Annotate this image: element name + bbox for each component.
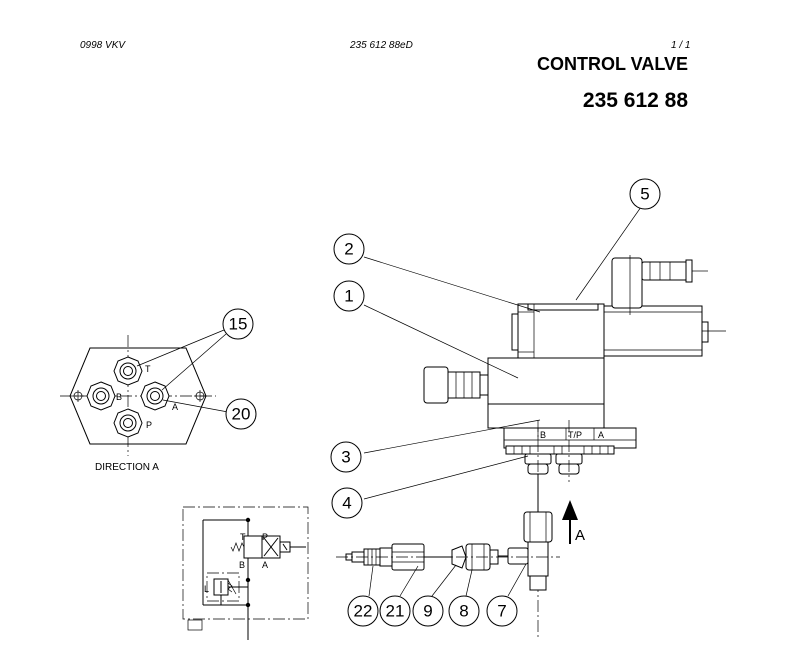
item-number-22: 22	[354, 602, 373, 621]
item-number-5: 5	[640, 185, 649, 204]
schematic-label-t: T	[240, 532, 246, 542]
elbow-body	[527, 541, 549, 577]
adjusting-knob	[423, 366, 449, 404]
direction-a-view: T B A P	[60, 329, 229, 456]
item-bubble-3: 3	[330, 441, 362, 473]
header-page-count: 1 / 1	[671, 40, 691, 51]
item-bubble-9: 9	[412, 595, 444, 627]
item-number-2: 2	[344, 240, 353, 259]
plug-row	[505, 445, 615, 455]
connector-plug	[611, 257, 643, 309]
drawing-title: CONTROL VALVE	[536, 54, 688, 74]
item-bubble-22: 22	[347, 595, 379, 627]
item-bubble-15: 15	[222, 308, 254, 340]
port-p-fitting	[113, 408, 143, 438]
item-number-4: 4	[342, 494, 351, 513]
item-bubble-4: 4	[331, 487, 363, 519]
valve-assembly: B T/P A	[423, 255, 726, 640]
item-number-21: 21	[386, 602, 405, 621]
part-number: 235 612 88	[582, 89, 688, 112]
solenoid-coil	[603, 305, 703, 357]
item-bubble-1: 1	[333, 280, 365, 312]
elbow-nut	[523, 511, 553, 543]
hydraulic-schematic: T P B A L	[182, 506, 309, 640]
item-number-3: 3	[341, 448, 350, 467]
manifold-label-b: B	[540, 430, 546, 440]
item-number-1: 1	[344, 287, 353, 306]
port-a-label: A	[172, 402, 178, 412]
piping-fittings	[336, 474, 560, 591]
schematic-label-p: P	[262, 532, 268, 542]
item-bubble-21: 21	[379, 595, 411, 627]
item-number-7: 7	[497, 602, 506, 621]
port-t-fitting	[113, 356, 143, 386]
item-number-20: 20	[232, 405, 251, 424]
manifold-label-tp: T/P	[568, 430, 582, 440]
arrow-up-icon	[562, 500, 578, 520]
pressure-valve-block	[487, 357, 605, 407]
item-bubble-5: 5	[629, 178, 661, 210]
port-p-label: P	[146, 420, 152, 430]
port-a-fitting	[140, 381, 170, 411]
schematic-label-a: A	[262, 560, 268, 570]
subplate	[487, 403, 605, 429]
header-document-id: 235 612 88eD	[350, 40, 413, 51]
manifold-label-a: A	[598, 430, 604, 440]
item-bubble-20: 20	[225, 398, 257, 430]
port-t-label: T	[145, 364, 151, 374]
direction-a-caption: DIRECTION A	[95, 462, 159, 473]
header-left-code: 0998 VKV	[80, 40, 126, 51]
view-arrow-label: A	[575, 527, 585, 544]
view-arrow-a: A	[562, 500, 585, 544]
item-number-15: 15	[229, 315, 248, 334]
directional-valve-body	[517, 303, 605, 361]
schematic-label-l: L	[204, 584, 209, 594]
item-number-9: 9	[423, 602, 432, 621]
schematic-boundary	[182, 506, 309, 620]
port-b-label: B	[116, 392, 122, 402]
item-bubble-8: 8	[448, 595, 480, 627]
port-b-fitting	[86, 381, 116, 411]
item-bubble-2: 2	[333, 233, 365, 265]
schematic-label-b: B	[239, 560, 245, 570]
item-number-8: 8	[459, 602, 468, 621]
drain-plug-symbol	[187, 619, 203, 631]
item-bubble-7: 7	[486, 595, 518, 627]
leader-lines	[363, 206, 642, 597]
